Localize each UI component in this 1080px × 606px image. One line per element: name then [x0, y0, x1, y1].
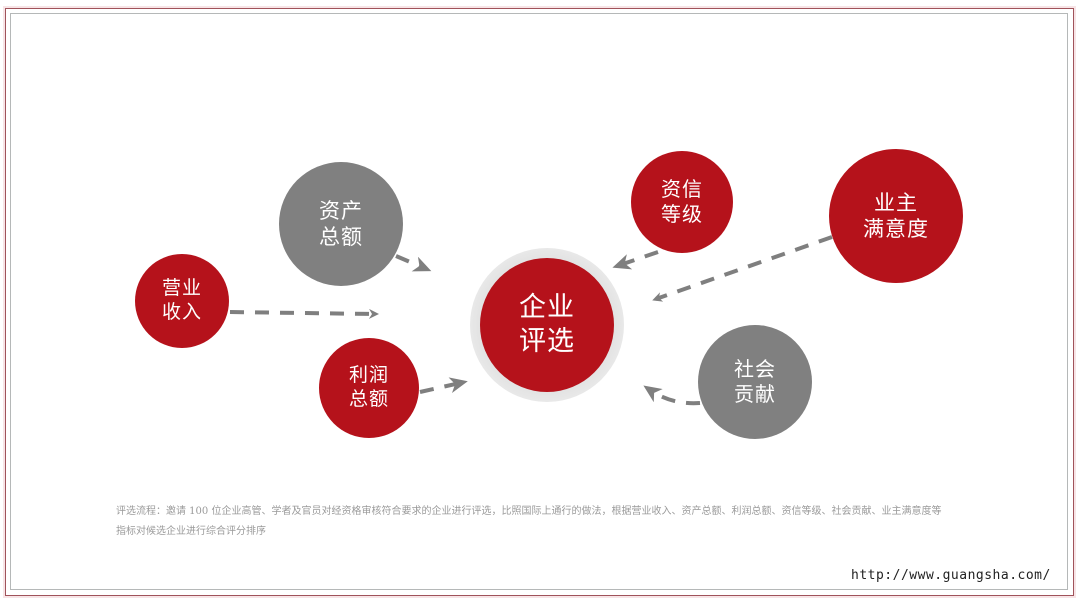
node-label: 营业	[161, 277, 202, 300]
watermark-url: http://www.guangsha.com/	[851, 568, 1051, 583]
node-label: 贡献	[734, 382, 776, 406]
node-label: 企业	[519, 292, 575, 324]
node-total-assets: 资产 总额	[279, 162, 403, 286]
node-label: 业主	[874, 190, 918, 215]
node-credit-rating: 资信 等级	[631, 151, 733, 253]
node-label: 满意度	[863, 217, 929, 241]
node-enterprise-selection: 企业 评选	[480, 258, 614, 392]
arrow-owner-satisfaction	[652, 235, 833, 302]
node-label: 总额	[348, 388, 389, 410]
node-label: 评选	[519, 326, 575, 357]
outer-frame	[5, 8, 1074, 596]
arrow-revenue	[229, 308, 379, 319]
node-label: 社会	[734, 357, 776, 381]
node-label: 资产	[319, 198, 363, 223]
node-label: 总额	[319, 225, 363, 249]
caption-line-1: 评选流程：邀请 100 位企业高管、学者及官员对经资格审核符合要求的企业进行评选…	[116, 506, 942, 517]
caption-line-2: 指标对候选企业进行综合评分排序	[116, 526, 266, 537]
node-revenue: 营业 收入	[135, 254, 229, 348]
node-label: 等级	[661, 202, 703, 226]
node-label: 资信	[661, 177, 703, 201]
node-label: 收入	[161, 301, 202, 323]
node-owner-satisfaction: 业主 满意度	[829, 149, 963, 283]
caption: 评选流程：邀请 100 位企业高管、学者及官员对经资格审核符合要求的企业进行评选…	[116, 502, 1016, 542]
node-label: 利润	[348, 364, 389, 387]
arrow-social-contribution	[643, 385, 701, 406]
node-social-contribution: 社会 贡献	[698, 325, 812, 439]
node-total-profit: 利润 总额	[319, 338, 419, 438]
arrow-total-assets	[395, 254, 432, 272]
arrow-credit-rating	[612, 250, 659, 270]
arrow-total-profit	[419, 377, 468, 394]
